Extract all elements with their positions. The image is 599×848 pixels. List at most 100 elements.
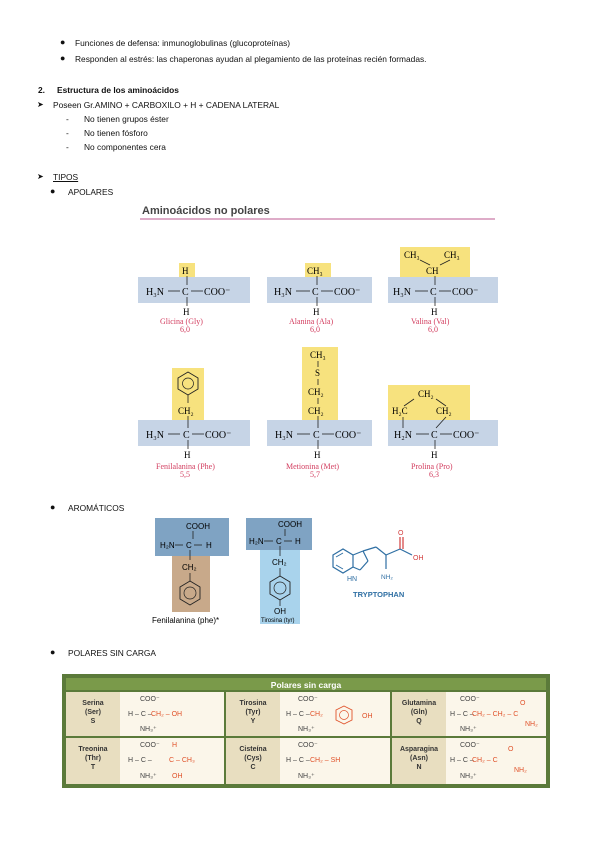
svg-text:H: H — [172, 742, 177, 749]
svg-text:Valina (Val): Valina (Val) — [411, 317, 450, 326]
svg-text:Metionina (Met): Metionina (Met) — [286, 462, 339, 471]
subitem-fosforo: No tienen fósforo — [84, 128, 148, 138]
svg-text:COO⁻: COO⁻ — [453, 430, 479, 441]
svg-text:CH₂: CH₂ — [308, 406, 324, 416]
svg-text:6,0: 6,0 — [180, 325, 190, 334]
svg-text:(Thr): (Thr) — [85, 755, 101, 762]
svg-text:OH: OH — [172, 773, 183, 780]
svg-text:H: H — [184, 450, 191, 460]
svg-text:Q: Q — [416, 718, 422, 725]
svg-text:Fenilalanina (Phe): Fenilalanina (Phe) — [156, 462, 215, 471]
svg-text:Tirosina (tyr): Tirosina (tyr) — [261, 618, 294, 624]
svg-text:H – C –: H – C – — [286, 757, 310, 764]
svg-text:H₃N: H₃N — [146, 287, 164, 298]
svg-text:NH₃⁺: NH₃⁺ — [140, 726, 157, 733]
svg-text:Tirosina: Tirosina — [239, 700, 266, 707]
phe-aromatic-structure: COOH H₂N C H CH₂ Fenilalanina (phe)* — [152, 518, 229, 625]
polares-figure: Polares sin carga Serina (Ser) S Tirosin… — [62, 674, 550, 788]
svg-text:COO⁻: COO⁻ — [298, 696, 318, 703]
svg-text:C: C — [183, 430, 190, 441]
dash: - — [66, 142, 69, 152]
svg-text:CH₂ – SH: CH₂ – SH — [310, 757, 340, 764]
svg-text:H₂N: H₂N — [394, 430, 412, 441]
svg-text:H – C –: H – C – — [450, 757, 474, 764]
svg-text:C: C — [431, 430, 438, 441]
svg-text:OH: OH — [274, 607, 286, 616]
svg-text:(Ser): (Ser) — [85, 709, 101, 716]
svg-text:HN: HN — [347, 576, 357, 583]
bullet-dot: ● — [50, 502, 56, 512]
svg-text:COO⁻: COO⁻ — [204, 287, 230, 298]
svg-text:H: H — [183, 307, 190, 317]
svg-text:(Cys): (Cys) — [244, 755, 262, 762]
svg-text:CH₂: CH₂ — [182, 563, 197, 572]
svg-text:COO⁻: COO⁻ — [205, 430, 231, 441]
svg-text:O: O — [508, 746, 514, 753]
svg-text:S: S — [315, 368, 320, 378]
bullet-defense: Funciones de defensa: inmunoglobulinas (… — [75, 38, 291, 48]
phenylalanine-structure: CH₂ H₃N C COO⁻ H Fenilalanina (Phe) 5,5 — [146, 368, 231, 479]
svg-text:NH₃⁺: NH₃⁺ — [140, 773, 157, 780]
dash: - — [66, 128, 69, 138]
svg-text:Glicina (Gly): Glicina (Gly) — [160, 317, 203, 326]
svg-text:COO⁻: COO⁻ — [298, 742, 318, 749]
svg-text:N: N — [416, 764, 421, 771]
svg-text:NH₂: NH₂ — [525, 721, 538, 728]
svg-text:H – C –: H – C – — [450, 711, 474, 718]
svg-text:CH₂: CH₂ — [178, 406, 194, 416]
polares-table — [66, 692, 546, 784]
svg-text:CH₂ – CH₂ – C: CH₂ – CH₂ – C — [472, 711, 518, 718]
svg-text:COO⁻: COO⁻ — [140, 742, 160, 749]
svg-text:CH₂: CH₂ — [310, 711, 323, 718]
svg-text:NH₃⁺: NH₃⁺ — [298, 726, 315, 733]
svg-text:(Gln): (Gln) — [411, 709, 427, 716]
svg-text:NH₃⁺: NH₃⁺ — [460, 773, 477, 780]
svg-text:C: C — [250, 764, 255, 771]
svg-text:CH₂: CH₂ — [272, 558, 287, 567]
svg-text:H₃N: H₃N — [274, 287, 292, 298]
svg-text:C: C — [430, 287, 437, 298]
valine-structure: CH₃ CH₃ CH H₃N C COO⁻ H Valina (Val) 6,0 — [393, 247, 478, 334]
svg-text:Y: Y — [251, 718, 256, 725]
svg-text:Treonina: Treonina — [78, 746, 107, 753]
svg-text:S: S — [91, 718, 96, 725]
svg-text:COOH: COOH — [278, 520, 302, 529]
svg-text:C: C — [312, 287, 319, 298]
structure-line: Poseen Gr.AMINO + CARBOXILO + H + CADENA… — [53, 100, 280, 110]
svg-text:OH: OH — [362, 713, 373, 720]
bullet-dot: ● — [50, 647, 56, 657]
svg-text:CH₂: CH₂ — [418, 389, 434, 399]
svg-text:Serina: Serina — [82, 700, 104, 707]
svg-text:6,3: 6,3 — [429, 470, 439, 479]
polares-label: POLARES SIN CARGA — [68, 648, 156, 658]
svg-text:Alanina (Ala): Alanina (Ala) — [289, 317, 334, 326]
bullet-stress: Responden al estrés: las chaperonas ayud… — [75, 54, 427, 64]
svg-text:C: C — [276, 537, 282, 546]
svg-text:5,7: 5,7 — [310, 470, 320, 479]
svg-text:CH₃: CH₃ — [444, 250, 460, 260]
svg-text:CH₂: CH₂ — [308, 387, 324, 397]
svg-text:T: T — [91, 764, 96, 771]
subitem-ester: No tienen grupos éster — [84, 114, 169, 124]
svg-text:6,0: 6,0 — [428, 325, 438, 334]
svg-text:5,5: 5,5 — [180, 470, 190, 479]
svg-text:H – C –: H – C – — [286, 711, 310, 718]
svg-text:COOH: COOH — [186, 522, 210, 531]
svg-text:COO⁻: COO⁻ — [460, 696, 480, 703]
svg-text:H: H — [431, 450, 438, 460]
methionine-structure: CH₃ S CH₂ CH₂ H₃N C COO⁻ H Metionina (Me… — [275, 347, 361, 479]
bullet-dot: ● — [50, 186, 56, 196]
svg-text:C: C — [182, 287, 189, 298]
figure-title: Aminoácidos no polares — [142, 205, 270, 217]
section-number: 2. — [38, 85, 45, 95]
arrow-bullet-icon: ➤ — [37, 172, 44, 181]
svg-text:H: H — [313, 307, 320, 317]
svg-text:NH₂: NH₂ — [514, 767, 527, 774]
svg-text:NH₃⁺: NH₃⁺ — [298, 773, 315, 780]
svg-text:Fenilalanina (phe)*: Fenilalanina (phe)* — [152, 616, 219, 625]
trp-aromatic-structure: HN NH₂ O OH TRYPTOPHAN — [332, 530, 424, 599]
svg-text:CH₃: CH₃ — [307, 266, 323, 276]
svg-text:(Tyr): (Tyr) — [245, 709, 260, 716]
svg-text:COO⁻: COO⁻ — [334, 287, 360, 298]
svg-text:H: H — [206, 541, 212, 550]
